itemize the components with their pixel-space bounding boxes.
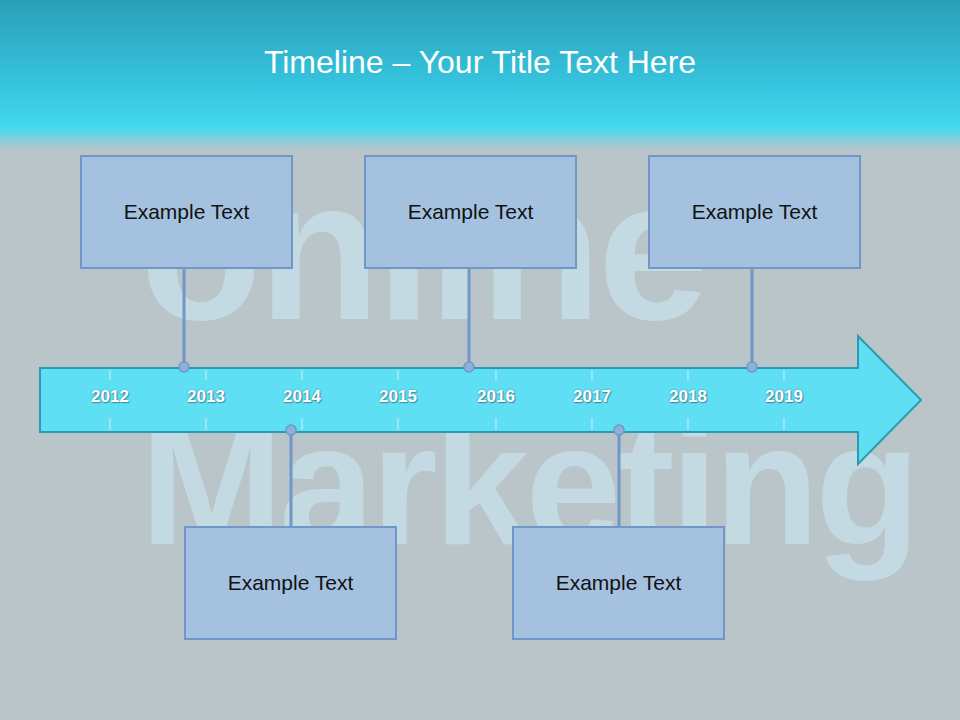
year-label: 2018: [669, 387, 707, 407]
tick-mark: [206, 370, 207, 380]
tick-mark: [302, 418, 303, 430]
tick-mark: [206, 418, 207, 430]
leader-line: [290, 430, 293, 526]
leader-line: [183, 269, 186, 367]
tick-mark: [110, 370, 111, 380]
tick-mark: [496, 418, 497, 430]
tick-mark: [110, 418, 111, 430]
year-label: 2014: [283, 387, 321, 407]
leader-line: [751, 269, 754, 367]
event-box: Example Text: [80, 155, 293, 269]
leader-line: [618, 430, 621, 526]
tick-mark: [302, 370, 303, 380]
event-text: Example Text: [228, 571, 354, 595]
year-label: 2013: [187, 387, 225, 407]
event-text: Example Text: [556, 571, 682, 595]
leader-dot: [614, 425, 624, 435]
year-label: 2016: [477, 387, 515, 407]
tick-mark: [592, 370, 593, 380]
event-box: Example Text: [512, 526, 725, 640]
timeline-arrow: [40, 336, 921, 464]
event-box: Example Text: [184, 526, 397, 640]
leader-dot: [286, 425, 296, 435]
event-text: Example Text: [408, 200, 534, 224]
tick-mark: [398, 370, 399, 380]
event-box: Example Text: [648, 155, 861, 269]
tick-mark: [688, 370, 689, 380]
year-label: 2015: [379, 387, 417, 407]
slide-title: Timeline – Your Title Text Here: [0, 44, 960, 81]
tick-mark: [398, 418, 399, 430]
year-label: 2019: [765, 387, 803, 407]
tick-mark: [784, 418, 785, 430]
event-text: Example Text: [692, 200, 818, 224]
year-label: 2017: [573, 387, 611, 407]
year-label: 2012: [91, 387, 129, 407]
tick-mark: [592, 418, 593, 430]
event-box: Example Text: [364, 155, 577, 269]
leader-dot: [747, 362, 757, 372]
event-text: Example Text: [124, 200, 250, 224]
tick-mark: [688, 418, 689, 430]
leader-line: [468, 269, 471, 367]
leader-dot: [464, 362, 474, 372]
leader-dot: [179, 362, 189, 372]
tick-mark: [784, 370, 785, 380]
tick-mark: [496, 370, 497, 380]
